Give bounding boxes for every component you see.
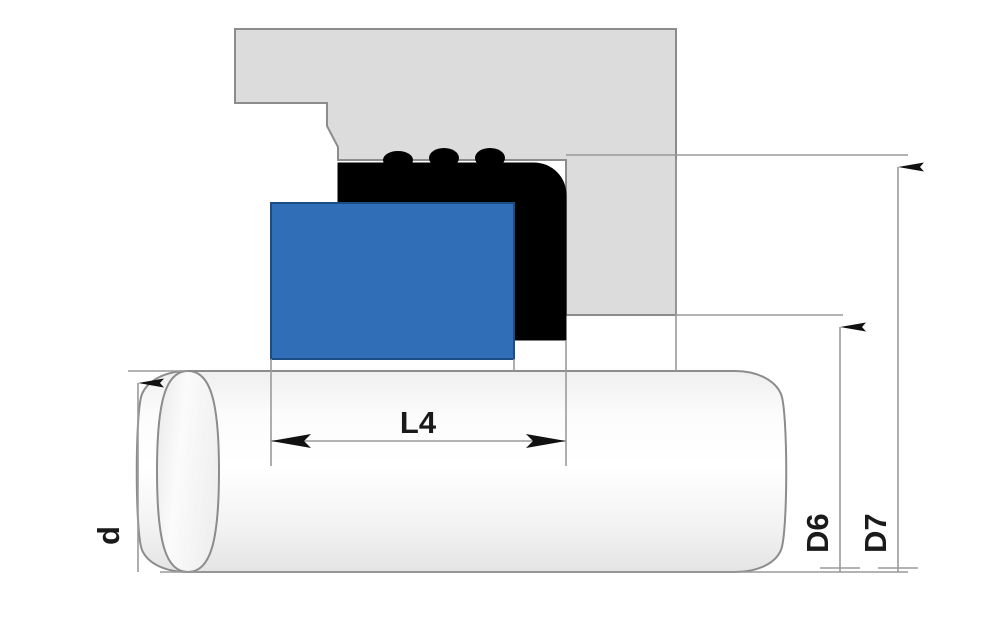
shaft-body: [135, 370, 788, 573]
rotating-ring-body: [270, 202, 515, 360]
dimension-text-group: d L4 D6 D7: [91, 405, 893, 553]
shaft: [135, 369, 788, 574]
shaft-left-face: [155, 369, 221, 574]
dim-label-d: d: [91, 526, 126, 545]
dim-arrow-l4-left: [271, 434, 311, 448]
dim-label-d7: D7: [858, 513, 893, 553]
spring-bump-3: [475, 148, 505, 168]
spring-bump-1: [383, 151, 413, 169]
dim-label-l4: L4: [400, 405, 437, 440]
elastomer-bellows: [337, 148, 567, 341]
extension-lines: [128, 154, 908, 573]
spring-bump-2: [429, 148, 459, 168]
dim-label-d6: D6: [800, 513, 835, 553]
dim-arrow-l4-right: [526, 434, 566, 448]
dimension-lines: [137, 162, 924, 572]
rotating-ring: [270, 202, 515, 360]
